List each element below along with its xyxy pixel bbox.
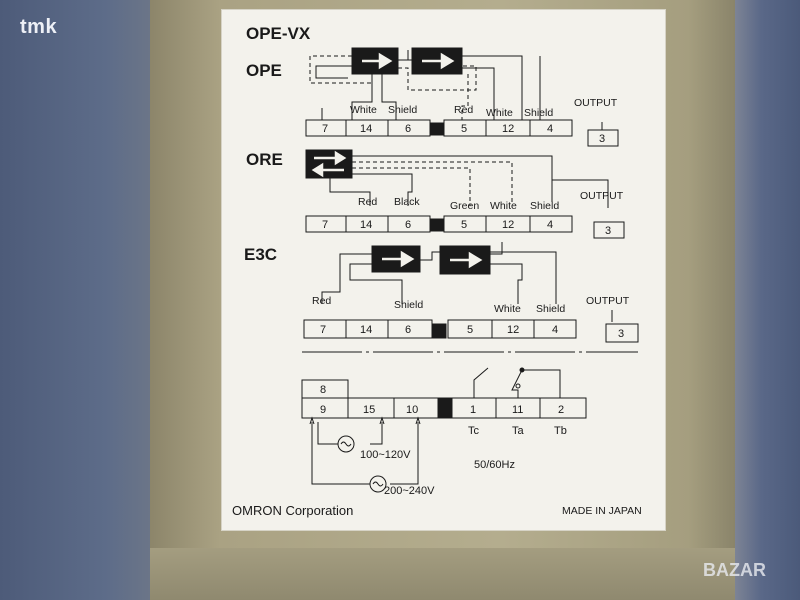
ope-output-terminal-3: 3 — [599, 133, 605, 145]
ore-wire-green: Green — [450, 200, 479, 212]
power-terminal-10: 10 — [406, 404, 418, 416]
contact-ta: Ta — [512, 425, 525, 437]
device-housing-bottom — [150, 548, 735, 600]
ope-wire-white-1: White — [350, 104, 377, 116]
ore-wire-red: Red — [358, 196, 377, 208]
ore-wire-white: White — [490, 200, 517, 212]
ope-output-label: OUTPUT — [574, 97, 618, 109]
ope-wire-shield-1: Shield — [388, 104, 417, 116]
section-e3c-title: E3C — [244, 245, 277, 264]
power-terminal-2: 2 — [558, 404, 564, 416]
ore-wire-black: Black — [394, 196, 420, 208]
power-terminal-9: 9 — [320, 404, 326, 416]
power-terminal-11: 11 — [512, 404, 523, 416]
e3c-terminal-12: 12 — [507, 324, 519, 336]
ope-terminal-5: 5 — [461, 123, 467, 135]
frequency: 50/60Hz — [474, 459, 515, 471]
ope-wire-shield-2: Shield — [524, 107, 553, 119]
ore-terminal-5: 5 — [461, 219, 467, 231]
e3c-wire-shield-2: Shield — [536, 303, 565, 315]
section-ope-title: OPE — [246, 61, 282, 80]
e3c-output-terminal-3: 3 — [618, 328, 624, 340]
power-terminal-8: 8 — [320, 384, 326, 396]
e3c-wire-red: Red — [312, 295, 331, 307]
ore-output-terminal-3: 3 — [605, 225, 611, 237]
power-terminal-15: 15 — [363, 404, 375, 416]
contact-tb: Tb — [554, 425, 567, 437]
ope-terminal-4: 4 — [547, 123, 553, 135]
origin-text: MADE IN JAPAN — [562, 505, 642, 517]
background-left — [0, 0, 150, 600]
e3c-terminal-5: 5 — [467, 324, 473, 336]
voltage-high: 200~240V — [384, 485, 435, 497]
ore-terminal-6: 6 — [405, 219, 411, 231]
watermark-text: tmk — [20, 16, 58, 38]
ore-terminal-7: 7 — [322, 219, 328, 231]
ore-output-label: OUTPUT — [580, 190, 624, 202]
model-title: OPE-VX — [246, 24, 311, 43]
contact-tc: Tc — [468, 425, 480, 437]
ore-wire-shield: Shield — [530, 200, 559, 212]
ope-terminal-6: 6 — [405, 123, 411, 135]
e3c-terminal-14: 14 — [360, 324, 372, 336]
ore-terminal-4: 4 — [547, 219, 553, 231]
e3c-output-label: OUTPUT — [586, 295, 630, 307]
e3c-terminal-4: 4 — [552, 324, 558, 336]
wiring-label: OPE-VX OPE White Shield Red White Shield… — [222, 10, 665, 530]
ope-wire-white-2: White — [486, 107, 513, 119]
ope-terminal-14: 14 — [360, 123, 372, 135]
e3c-wire-white: White — [494, 303, 521, 315]
e3c-terminal-6: 6 — [405, 324, 411, 336]
ope-terminal-12: 12 — [502, 123, 514, 135]
ope-terminal-7: 7 — [322, 123, 328, 135]
power-terminal-1: 1 — [470, 404, 476, 416]
bazar-watermark: BAZAR — [703, 560, 766, 580]
background-right — [735, 0, 800, 600]
ope-wire-red: Red — [454, 104, 473, 116]
ore-terminal-14: 14 — [360, 219, 372, 231]
section-ore-title: ORE — [246, 150, 283, 169]
ore-terminal-12: 12 — [502, 219, 514, 231]
voltage-low: 100~120V — [360, 449, 411, 461]
e3c-wire-shield-1: Shield — [394, 299, 423, 311]
e3c-terminal-7: 7 — [320, 324, 326, 336]
maker-name: OMRON Corporation — [232, 503, 353, 518]
wiring-diagram: OPE-VX OPE White Shield Red White Shield… — [232, 24, 642, 518]
